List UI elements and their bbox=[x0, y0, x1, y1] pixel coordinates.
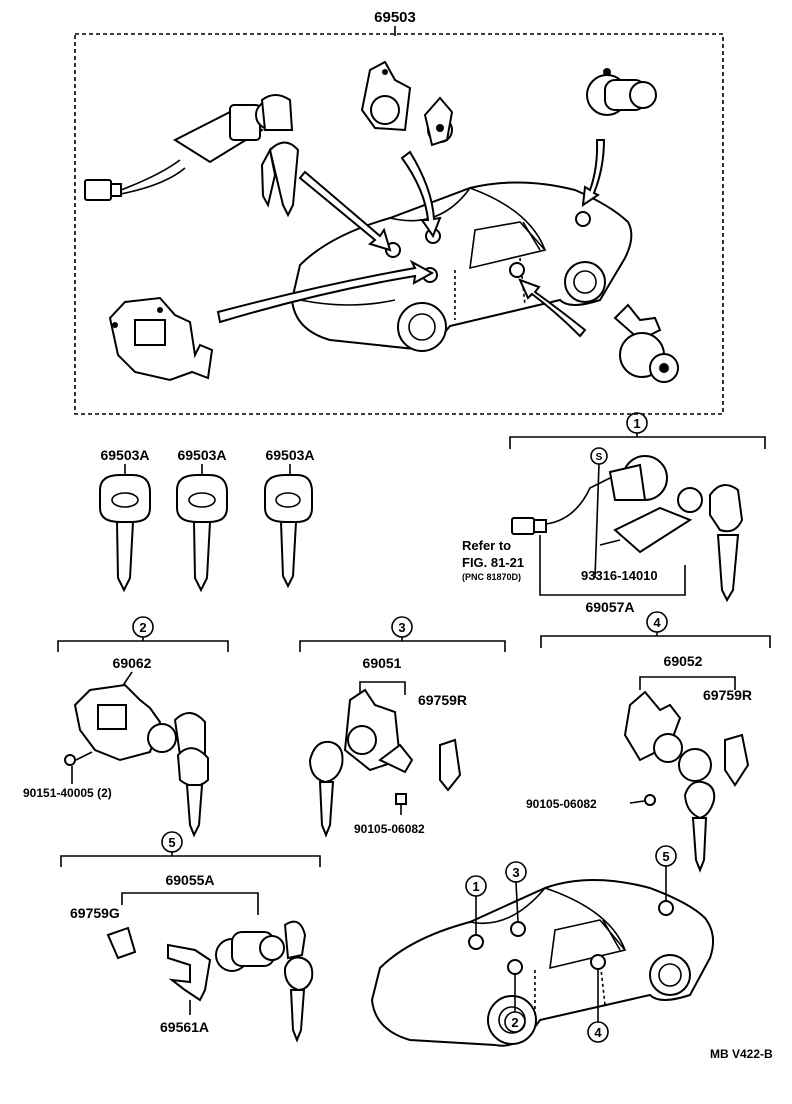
group-4-part-a: 69052 bbox=[664, 653, 703, 669]
ignition-lock-cylinder-drawing bbox=[84, 94, 300, 218]
bottom-car-drawing bbox=[370, 866, 715, 1047]
group-4-part-c: 90105-06082 bbox=[526, 797, 597, 811]
group-1-refer-line-3: (PNC 81870D) bbox=[462, 572, 521, 582]
group-2: 2 69062 90151-40005 (2) bbox=[23, 616, 229, 838]
bottom-callout-2: 2 bbox=[511, 1015, 518, 1030]
bottom-callout-3: 3 bbox=[512, 865, 519, 880]
group-4-callout: 4 bbox=[653, 615, 661, 630]
group-5-part-c: 69561A bbox=[160, 1019, 209, 1035]
group-1-refer-line-2: FIG. 81-21 bbox=[462, 555, 524, 570]
group-5: 5 69055A 69759G 69561A bbox=[60, 831, 321, 1043]
group-3-part-c: 90105-06082 bbox=[354, 822, 425, 836]
group-1-part-a: 93316-14010 bbox=[581, 568, 658, 583]
hood-lock-drawing bbox=[108, 296, 214, 382]
top-car-drawing bbox=[290, 181, 633, 352]
top-arrows bbox=[216, 139, 606, 338]
key-2-part-number: 69503A bbox=[177, 447, 226, 463]
key-3: 69503A bbox=[264, 447, 315, 589]
key-1-part-number: 69503A bbox=[100, 447, 149, 463]
bottom-car-callouts: 1 3 5 2 4 bbox=[465, 845, 677, 1043]
group-3-callout: 3 bbox=[398, 620, 405, 635]
top-group-dashed-frame bbox=[74, 33, 724, 415]
group-1-part-b: 69057A bbox=[585, 599, 634, 615]
bottom-callout-4: 4 bbox=[594, 1025, 602, 1040]
group-1-refer-line-1: Refer to bbox=[462, 538, 511, 553]
group-5-callout: 5 bbox=[168, 835, 175, 850]
group-3-part-a: 69051 bbox=[363, 655, 402, 671]
group-1-callout: 1 bbox=[633, 416, 640, 431]
group-2-callout: 2 bbox=[139, 620, 146, 635]
figure-code: MB V422-B bbox=[710, 1047, 773, 1061]
group-5-part-a: 69055A bbox=[165, 872, 214, 888]
trunk-lock-cylinder-drawing bbox=[586, 68, 657, 116]
key-1: 69503A bbox=[99, 447, 151, 593]
group-2-part-b: 90151-40005 (2) bbox=[23, 786, 112, 800]
key-3-part-number: 69503A bbox=[265, 447, 314, 463]
group-3-part-b: 69759R bbox=[418, 692, 467, 708]
group-3: 3 69051 69759R 90105-06082 bbox=[299, 616, 506, 838]
key-2: 69503A bbox=[176, 447, 228, 593]
group-5-part-b: 69759G bbox=[70, 905, 120, 921]
bottom-callout-1: 1 bbox=[472, 879, 479, 894]
top-group-part-number: 69503 bbox=[374, 9, 416, 26]
group-1-s-mark: S bbox=[596, 452, 603, 463]
group-1: 1 S Refer to FIG. 81-21 (PNC 81870D) 933… bbox=[462, 412, 766, 615]
door-lock-cylinder-drawing bbox=[360, 60, 454, 147]
bottom-callout-5: 5 bbox=[662, 849, 669, 864]
group-4-part-b: 69759R bbox=[703, 687, 752, 703]
rear-door-lock-cylinder-drawing bbox=[613, 303, 679, 383]
group-4: 4 69052 69759R 90105-06082 bbox=[526, 611, 771, 873]
group-2-part-a: 69062 bbox=[113, 655, 152, 671]
